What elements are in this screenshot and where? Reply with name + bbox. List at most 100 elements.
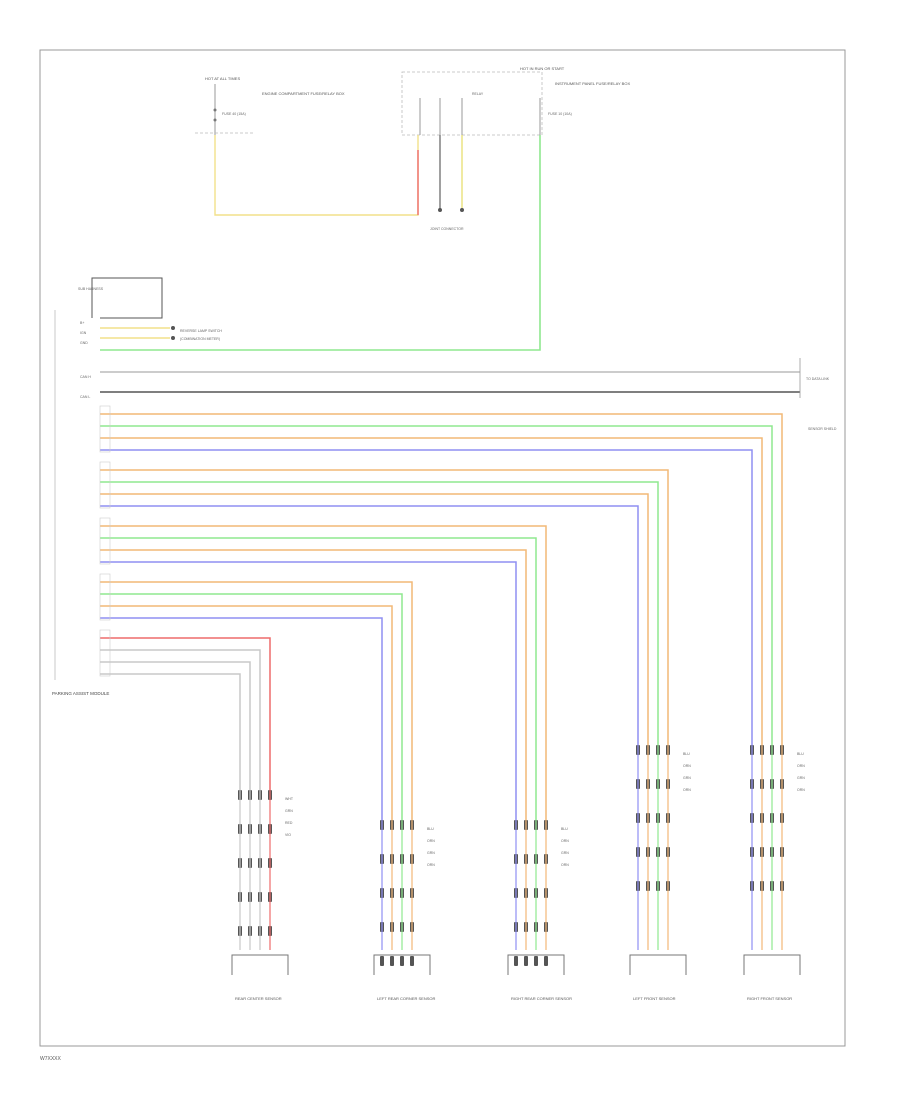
harness-group-0 [99, 629, 271, 790]
sensor-harness [99, 405, 783, 820]
sensor-body [231, 954, 289, 975]
pin-can-h: CAN H [80, 375, 91, 379]
module-name: PARKING ASSIST MODULE [52, 691, 109, 696]
feed-wires: JOINT CONNECTOR [100, 135, 541, 351]
sensor-wire-code: ORN [683, 764, 691, 768]
parking-assist-module: SUB HARNESS B+ IGN GND CAN H CAN L REVER… [52, 277, 837, 696]
sensor-2: RIGHT REAR CORNER SENSOR BLU ORN GRN ORN [507, 820, 572, 1001]
harness-wire [100, 505, 639, 745]
sensor-wire-code: ORN [427, 863, 435, 867]
harness-group-3 [99, 461, 669, 745]
harness-group-1 [99, 573, 413, 820]
harness-wire [100, 593, 403, 820]
sensor-wire-code: ORN [427, 839, 435, 843]
inline-connector [534, 956, 538, 966]
inline-connector [390, 956, 394, 966]
harness-connector [99, 461, 111, 509]
harness-wire [100, 605, 393, 820]
sensor-wire-code: GRN [797, 776, 805, 780]
sensor-body [507, 954, 565, 975]
fuse-block-right: INSTRUMENT PANEL FUSE/RELAY BOX [555, 81, 630, 86]
joint-connector-label: JOINT CONNECTOR [430, 227, 464, 231]
harness-wire [100, 617, 383, 820]
relay-note: RELAY [472, 92, 484, 96]
sensor-wire-code: BLU [683, 752, 690, 756]
harness-group-4 [99, 405, 783, 745]
pin-b-plus: B+ [80, 321, 84, 325]
sensor-wire-code: GRN [285, 809, 293, 813]
inline-connector [544, 956, 548, 966]
sensor-wire-code: ORN [561, 863, 569, 867]
pin-can-l: CAN L [80, 395, 90, 399]
harness-connector [99, 629, 111, 677]
harness-wire [100, 537, 537, 820]
sensor-body [373, 954, 431, 975]
harness-connector [99, 517, 111, 565]
sensor-wire-code: ORN [797, 764, 805, 768]
inline-connector [524, 956, 528, 966]
pin-gnd: GND [80, 341, 88, 345]
harness-wire [100, 637, 271, 790]
power-source-left: HOT AT ALL TIMES FUSE 40 (15A) ENGINE CO… [195, 76, 345, 135]
sensor-label: LEFT REAR CORNER SENSOR [377, 996, 435, 1001]
sensor-label: RIGHT FRONT SENSOR [747, 996, 792, 1001]
sensor-wire-code: ORN [683, 788, 691, 792]
sensor-wire-code: BLU [427, 827, 434, 831]
sensor-wire-code: GRN [683, 776, 691, 780]
sensor-label: REAR CENTER SENSOR [235, 996, 282, 1001]
sensor-1: LEFT REAR CORNER SENSOR BLU ORN GRN ORN [373, 820, 435, 1001]
harness-wire [100, 425, 773, 745]
hot-label-right: HOT IN RUN OR START [520, 66, 565, 71]
pin-ign: IGN [80, 331, 87, 335]
inline-connector [400, 956, 404, 966]
fuse-block-left: ENGINE COMPARTMENT FUSE/RELAY BOX [262, 91, 345, 96]
sensor-wire-code: GRN [427, 851, 435, 855]
reverse-lamp-note: REVERSE LAMP SWITCH [180, 329, 222, 333]
combination-meter-note: (COMBINATION METER) [180, 337, 220, 341]
sensor-label: LEFT FRONT SENSOR [633, 996, 676, 1001]
harness-wire [100, 449, 753, 745]
harness-wire [100, 413, 783, 745]
diagram-frame [39, 49, 846, 1047]
sensor-group: REAR CENTER SENSOR WHT GRN RED VIO LEFT REAR … [231, 745, 805, 1001]
inline-connector [410, 956, 414, 966]
sensor-wire-code: ORN [561, 839, 569, 843]
sensor-wire-code: BLU [561, 827, 568, 831]
hot-label-left: HOT AT ALL TIMES [205, 76, 240, 81]
sensor-wire-code: WHT [285, 797, 294, 801]
sensor-wire-code: VIO [285, 833, 291, 837]
sensor-wire-code: RED [285, 821, 293, 825]
sensor-label: RIGHT REAR CORNER SENSOR [511, 996, 572, 1001]
sensor-wire-code: GRN [561, 851, 569, 855]
harness-wire [100, 561, 517, 820]
sensor-body [629, 954, 687, 975]
harness-wire [100, 437, 763, 745]
harness-group-2 [99, 517, 547, 820]
harness-connector [99, 573, 111, 621]
fuse-label-left: FUSE 40 (15A) [222, 112, 246, 116]
sensor-shield-note: SENSOR SHIELD [808, 427, 837, 431]
sensor-0: REAR CENTER SENSOR WHT GRN RED VIO [231, 790, 294, 1001]
harness-wire [100, 649, 261, 790]
harness-wire [100, 493, 649, 745]
sensor-3: LEFT FRONT SENSOR BLU ORN GRN ORN [629, 745, 691, 1001]
inline-connector [380, 956, 384, 966]
harness-wire [100, 481, 659, 745]
harness-wire [100, 469, 669, 745]
inline-connector [514, 956, 518, 966]
sensor-wire-code: ORN [797, 788, 805, 792]
harness-wire [100, 673, 241, 790]
data-link-note: TO DATA LINK [806, 377, 830, 381]
harness-wire [100, 549, 527, 820]
footer-code: W7XXXX [40, 1056, 62, 1062]
harness-connector [99, 405, 111, 453]
power-source-right: HOT IN RUN OR START RELAY FUSE 10 (10A) … [401, 66, 630, 136]
fuse-label-right: FUSE 10 (10A) [548, 112, 572, 116]
sub-harness-label: SUB HARNESS [78, 287, 104, 291]
harness-wire [100, 525, 547, 820]
harness-wire [100, 581, 413, 820]
harness-wire [100, 661, 251, 790]
sensor-body [743, 954, 801, 975]
